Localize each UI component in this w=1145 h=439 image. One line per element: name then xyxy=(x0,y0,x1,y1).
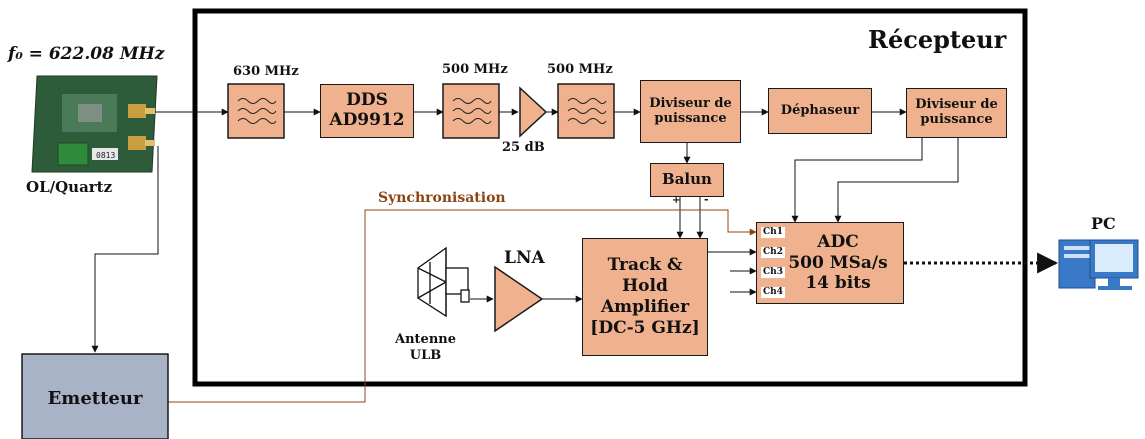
track-hold-block: Track & Hold Amplifier [DC-5 GHz] xyxy=(582,238,708,356)
splitter2-to-adc-a xyxy=(791,138,923,223)
lna-label: LNA xyxy=(504,248,545,268)
balun-plus: + xyxy=(672,195,681,206)
balun-block: Balun xyxy=(650,163,724,197)
antenna-label: Antenne ULB xyxy=(395,332,456,365)
amplifier-gain: 25 dB xyxy=(502,140,545,155)
osc-to-emitter xyxy=(91,146,159,353)
filter-block-1 xyxy=(227,83,285,139)
filter1-frequency: 630 MHz xyxy=(233,64,299,79)
pc-icon xyxy=(1058,239,1139,290)
antenna-line1: Antenne xyxy=(395,332,456,347)
adc-channel-1: Ch1 xyxy=(760,226,786,239)
dds-block: DDS AD9912 xyxy=(320,84,414,138)
receiver-title: Récepteur xyxy=(868,25,1007,54)
emitter-box xyxy=(21,353,169,439)
receiver-frame xyxy=(192,8,1028,387)
oscillator-frequency: f₀ = 622.08 MHz xyxy=(8,44,165,64)
antenna-line2: ULB xyxy=(409,348,442,364)
balun-minus: - xyxy=(704,193,709,206)
sync-label: Synchronisation xyxy=(378,190,506,206)
splitter1-line2: puissance xyxy=(654,110,727,126)
lna-triangle xyxy=(494,265,544,333)
dds-line2: AD9912 xyxy=(329,110,405,130)
track-hold-line4: [DC-5 GHz] xyxy=(590,318,700,339)
splitter2-to-adc-b xyxy=(834,138,959,223)
amplifier-triangle xyxy=(519,86,548,138)
track-hold-line2: Hold xyxy=(622,275,668,296)
phase-shifter-block: Déphaseur xyxy=(768,88,872,134)
filter-block-2 xyxy=(442,83,500,139)
pc-label: PC xyxy=(1091,214,1116,233)
adc-channel-4: Ch4 xyxy=(760,286,786,299)
track-hold-line3: Amplifier xyxy=(600,297,690,317)
power-splitter-1: Diviseur de puissance xyxy=(640,80,741,143)
splitter2-line1: Diviseur de xyxy=(915,97,998,113)
adc-line1: ADC xyxy=(817,232,859,253)
splitter2-line2: puissance xyxy=(920,112,993,127)
adc-line2: 500 MSa/s xyxy=(788,252,888,273)
filter-block-3 xyxy=(557,83,615,139)
oscillator-board: 0813 xyxy=(31,75,158,173)
emitter-label: Emetteur xyxy=(47,388,143,409)
oscillator-name: OL/Quartz xyxy=(26,178,113,196)
splitter1-line1: Diviseur de xyxy=(649,95,732,111)
power-splitter-2: Diviseur de puissance xyxy=(906,88,1007,138)
adc-channel-2: Ch2 xyxy=(760,246,786,259)
sync-line xyxy=(168,209,757,403)
adc-line3: 14 bits xyxy=(805,273,871,294)
adc-channel-3: Ch3 xyxy=(760,266,786,279)
antenna-horn-icon xyxy=(417,246,470,318)
track-hold-line1: Track & xyxy=(607,254,683,275)
pcb-text: 0813 xyxy=(96,151,115,160)
dds-line1: DDS xyxy=(346,90,388,111)
filter2-frequency: 500 MHz xyxy=(442,62,508,77)
filter3-frequency: 500 MHz xyxy=(547,62,613,77)
